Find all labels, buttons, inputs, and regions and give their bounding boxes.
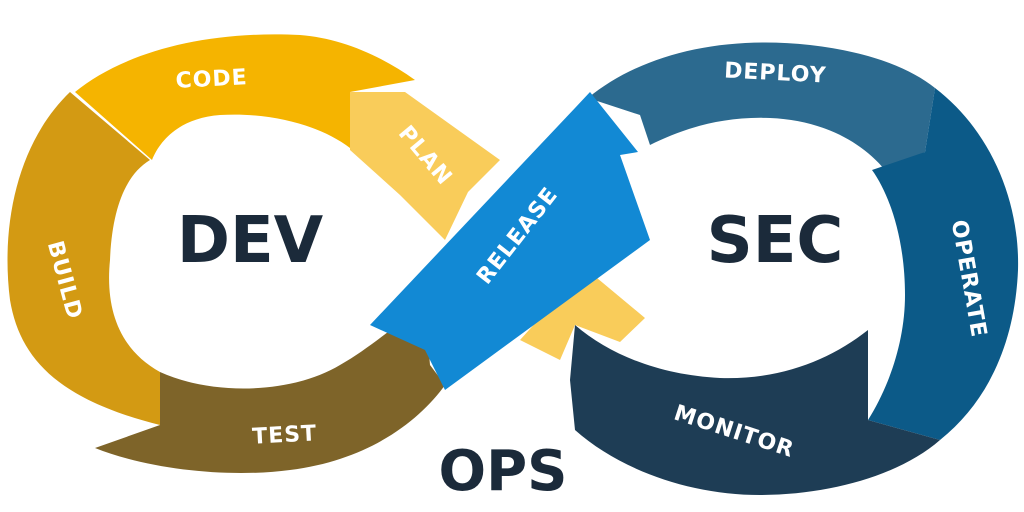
- hub-dev-label: DEV: [177, 204, 324, 278]
- monitor-segment: [570, 325, 940, 495]
- deploy-segment: [588, 42, 935, 170]
- code-segment: [75, 34, 415, 160]
- plan-segment: [350, 92, 500, 240]
- small-accent-arrow: [520, 268, 645, 360]
- build-segment: [7, 92, 160, 425]
- test-segment: [95, 305, 445, 474]
- operate-segment: [868, 88, 1019, 440]
- test-label: TEST: [252, 421, 318, 449]
- code-label: CODE: [175, 65, 248, 94]
- hub-sec-label: SEC: [707, 204, 844, 278]
- ops-label: OPS: [439, 439, 568, 504]
- release-arrow: [370, 92, 650, 390]
- deploy-label: DEPLOY: [724, 58, 828, 88]
